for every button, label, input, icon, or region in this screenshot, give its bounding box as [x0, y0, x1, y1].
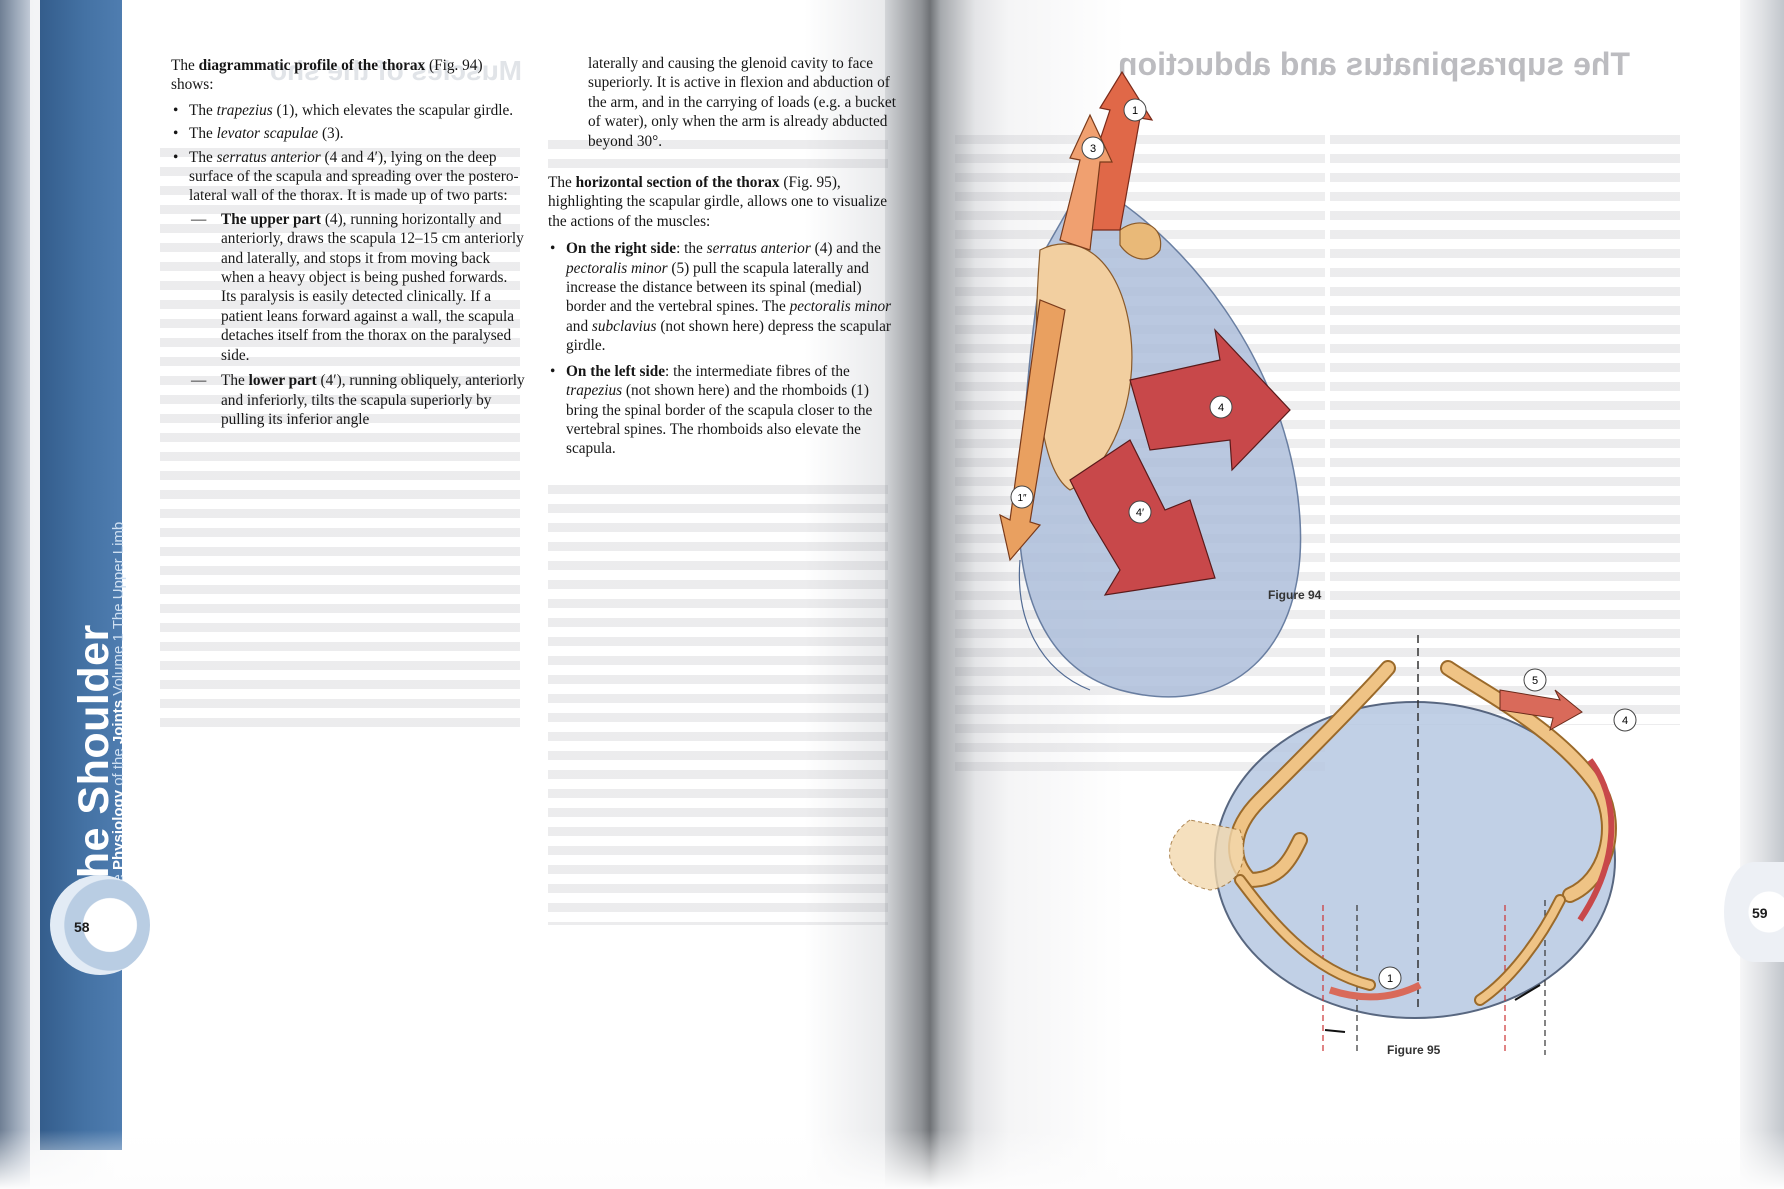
paragraph-continued: laterally and causing the glenoid cavity…: [588, 55, 896, 150]
page-number-left: 58: [74, 919, 90, 935]
scapula-shape: [1035, 222, 1162, 491]
label-3: 3: [1090, 143, 1096, 155]
dash-lower-part: The lower part (4′), running obliquely, …: [191, 371, 526, 429]
page-number-badge-right: [1724, 862, 1784, 962]
text-column-1: The diagrammatic profile of the thorax (…: [171, 56, 526, 435]
ghost-text-right: [1330, 135, 1680, 725]
text-column-2: laterally and causing the glenoid cavity…: [548, 54, 900, 463]
fig95-labels: 5 4 1: [1378, 668, 1637, 990]
bottom-fade: [0, 1130, 1784, 1189]
figure-95-section: [1169, 635, 1617, 1055]
ghost-text-left-3: [548, 485, 888, 925]
label-4-fig95: 4: [1622, 715, 1628, 727]
bullet-serratus-anterior: The serratus anterior (4 and 4′), lying …: [171, 148, 526, 206]
page-number-badge-left: [50, 875, 150, 975]
label-5: 5: [1532, 675, 1538, 687]
book-gutter: [885, 0, 975, 1189]
bullet-right-side: On the right side: the serratus anterior…: [548, 239, 900, 355]
label-1: 1: [1132, 105, 1138, 117]
fig94-labels: 1 3 4 4′ 1″: [1010, 98, 1233, 524]
label-4: 4: [1218, 402, 1224, 414]
label-4prime: 4′: [1136, 507, 1144, 519]
bullet-trapezius: The trapezius (1), which elevates the sc…: [171, 101, 526, 121]
page-number-right: 59: [1752, 905, 1768, 921]
paragraph-intro: The diagrammatic profile of the thorax (…: [171, 57, 483, 94]
serratus-upper-arrow-4: [1129, 328, 1291, 472]
bullet-levator-scapulae: The levator scapulae (3).: [171, 124, 526, 144]
label-1dprime: 1″: [1017, 493, 1027, 504]
paragraph-horizontal-section: The horizontal section of the thorax (Fi…: [548, 174, 888, 230]
figure-94-caption: Figure 94: [1268, 588, 1322, 602]
right-page-edge: [1740, 0, 1784, 1189]
figure-95-caption: Figure 95: [1387, 1043, 1441, 1057]
dash-upper-part: The upper part (4), running horizontally…: [191, 210, 526, 365]
bullet-left-side: On the left side: the intermediate fibre…: [548, 362, 900, 459]
label-1-fig95: 1: [1387, 973, 1393, 985]
ghost-text-left-2: [548, 140, 888, 170]
